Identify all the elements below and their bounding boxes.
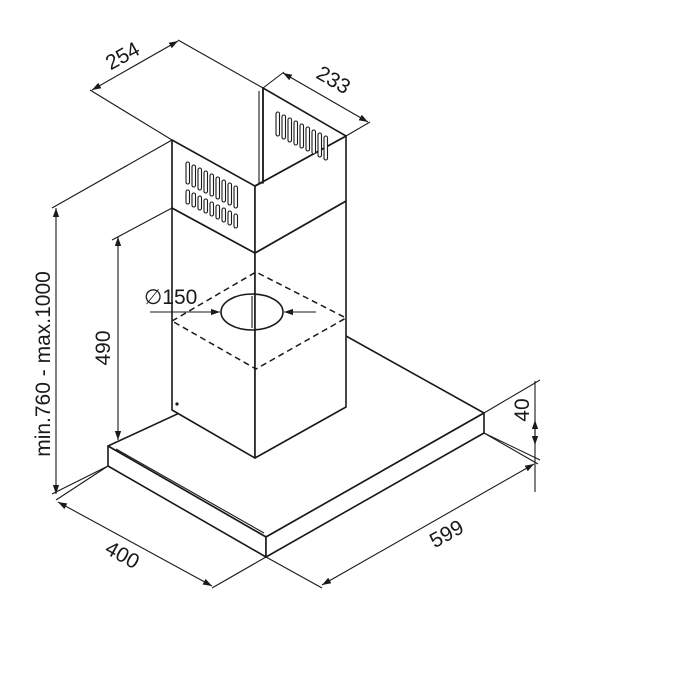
dimension-height-range: min.760 - max.1000 [32,139,173,495]
dimension-254-label: 254 [102,38,144,75]
dimension-599-label: 599 [426,516,468,553]
outlet-dashed-square [170,271,348,370]
front-vent-slots [185,161,239,229]
screw-dot [175,402,179,406]
outlet-circle [220,293,284,331]
canopy-filter-edge [115,448,265,534]
dimension-outlet-diameter: ∅150 [144,286,316,328]
dimension-40: 40 [483,379,541,492]
dimension-490-label: 490 [92,330,115,365]
lower-chimney [170,200,348,459]
dimension-490: 490 [92,207,173,440]
dimension-400-label: 400 [101,537,143,574]
dimension-outlet-diameter-label: ∅150 [144,286,197,309]
dimension-254: 254 [89,38,264,141]
upper-chimney [171,87,347,254]
dimension-40-label: 40 [511,398,534,421]
dimension-height-range-label: min.760 - max.1000 [32,271,55,457]
